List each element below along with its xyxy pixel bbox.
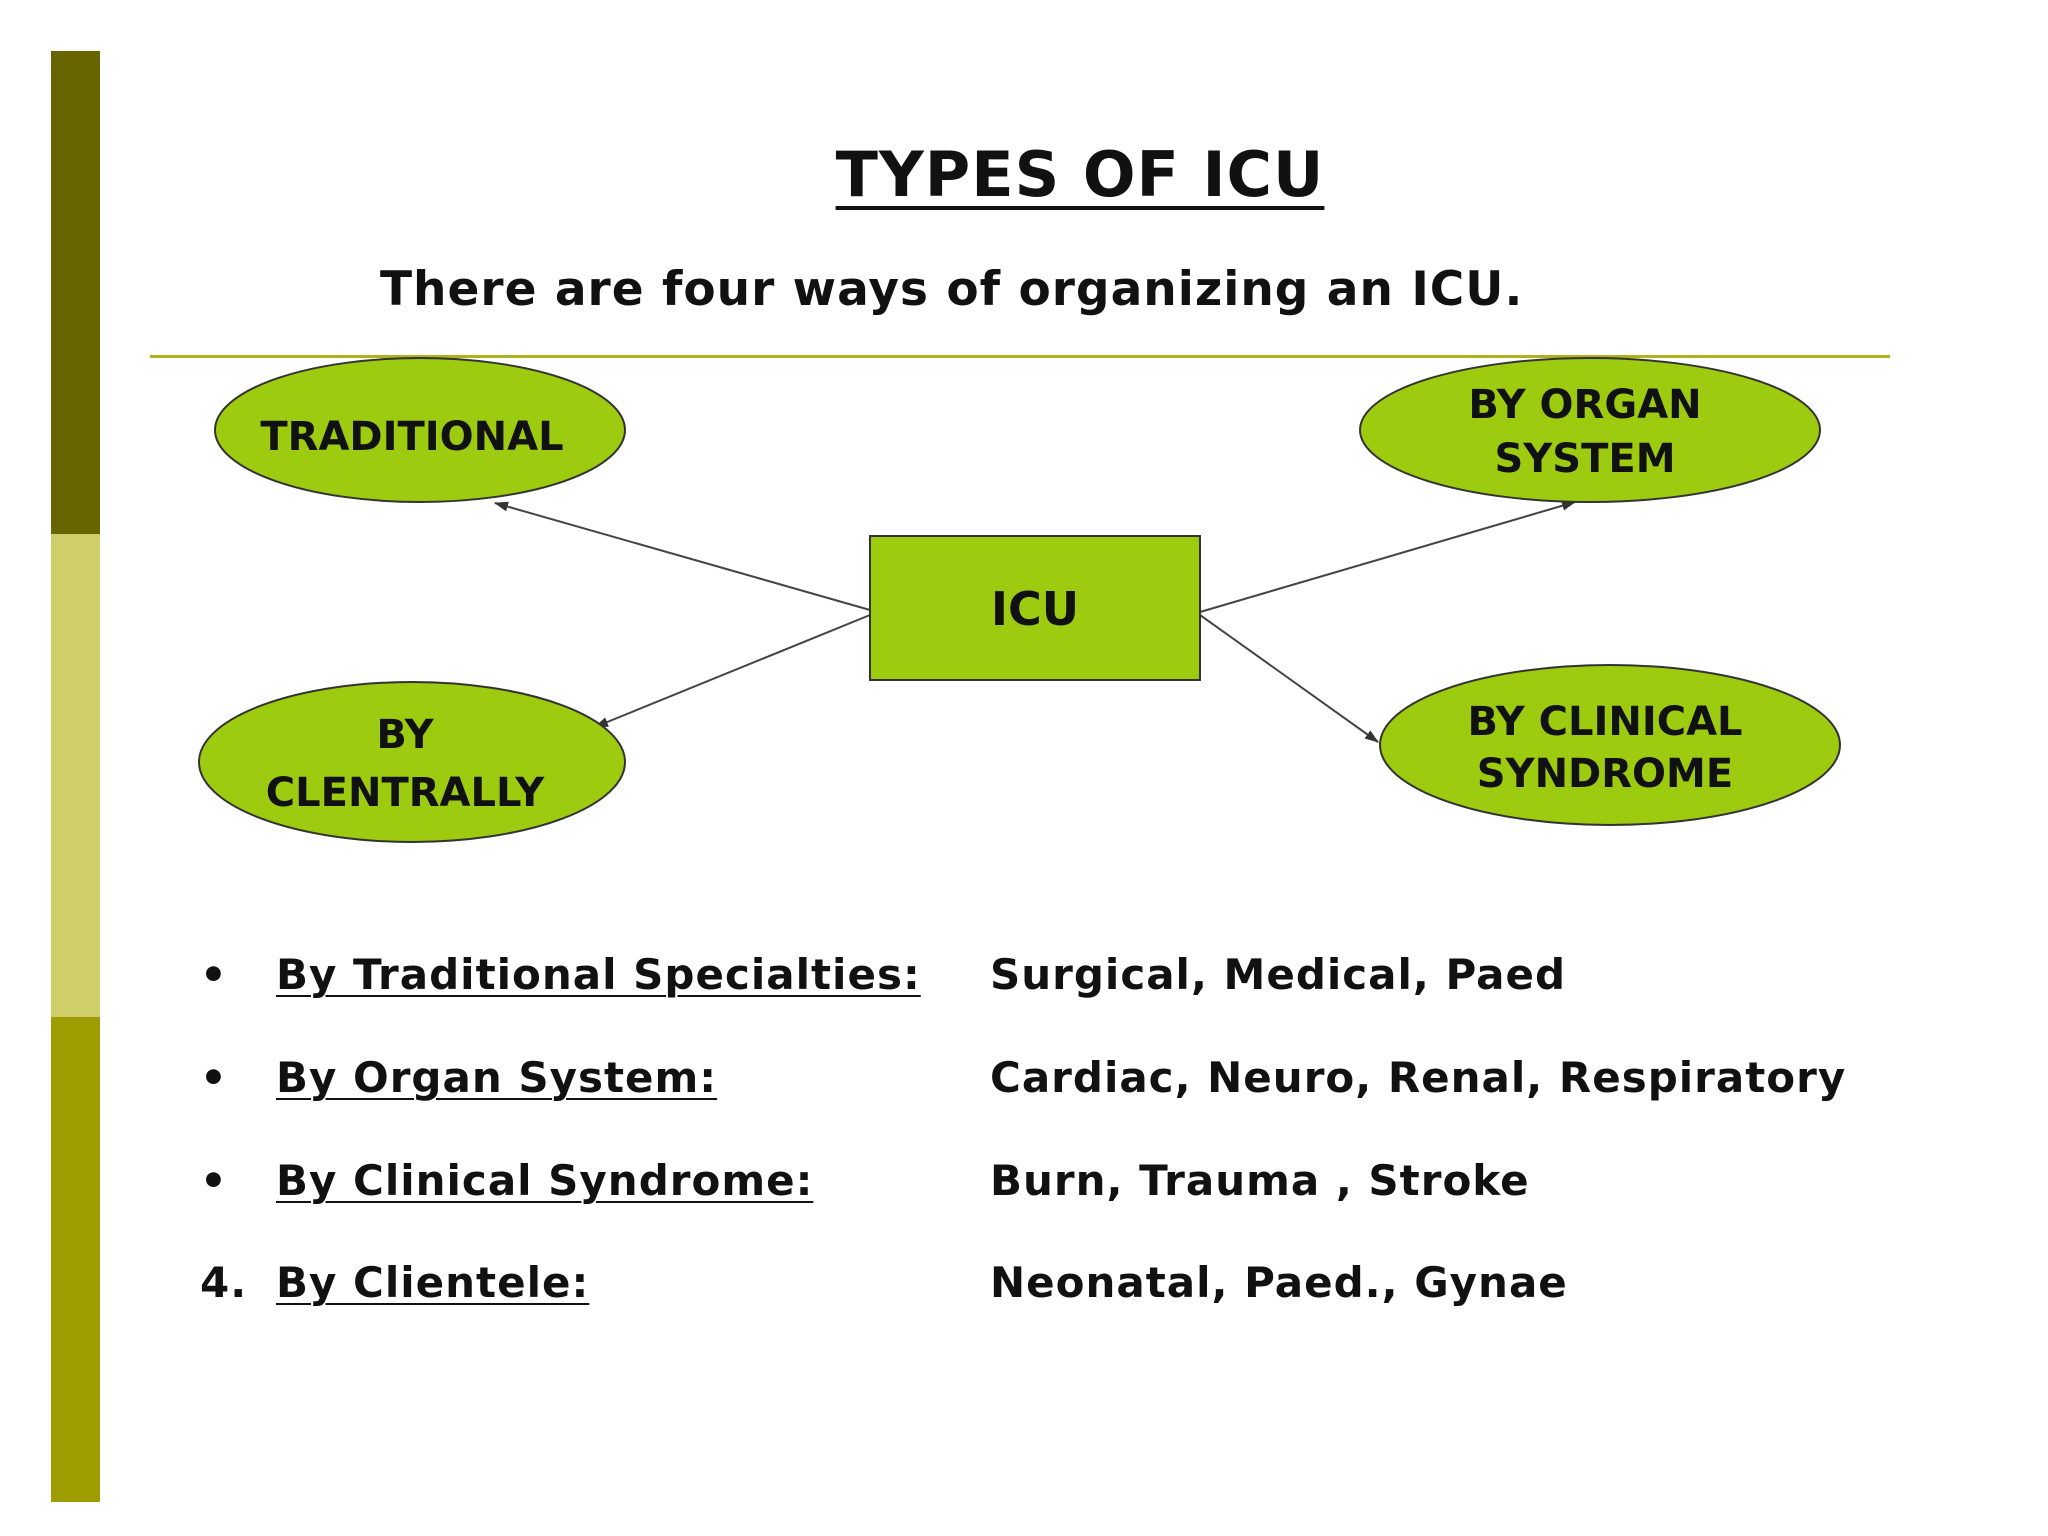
node-organ-system-ellipse	[1359, 357, 1821, 503]
list-item-category: By Clinical Syndrome:	[276, 1156, 814, 1205]
slide-subtitle: There are four ways of organizing an ICU…	[380, 262, 1524, 317]
node-organ-system: BY ORGAN SYSTEM	[1359, 357, 1821, 503]
node-traditional: TRADITIONAL	[214, 357, 626, 503]
side-bar-olive	[51, 1017, 100, 1502]
node-organ-system-label-1: BY ORGAN	[1468, 382, 1701, 428]
node-organ-system-label-2: SYSTEM	[1495, 436, 1676, 482]
list-item-marker: •	[200, 950, 228, 999]
list-item-marker: 4.	[200, 1258, 248, 1307]
list-item-examples: Surgical, Medical, Paed	[990, 950, 1567, 999]
node-clinical-syndrome-label-1: BY CLINICAL	[1467, 699, 1742, 745]
list-item-marker: •	[200, 1053, 228, 1102]
list-item-examples: Neonatal, Paed., Gynae	[990, 1258, 1568, 1307]
side-bar-dark	[51, 51, 100, 534]
node-traditional-ellipse	[214, 357, 626, 503]
node-clinical-syndrome-ellipse	[1379, 664, 1841, 826]
node-centrally-label-1: BY	[376, 712, 434, 758]
node-clinical-syndrome-label-2: SYNDROME	[1477, 751, 1733, 797]
arrow-to-centrally	[594, 614, 871, 728]
node-centrally-ellipse	[198, 681, 626, 843]
side-bar-light	[51, 534, 100, 1017]
list-item-marker: •	[200, 1156, 228, 1205]
divider-line	[150, 355, 1890, 358]
list-item-examples: Cardiac, Neuro, Renal, Respiratory	[990, 1053, 1847, 1102]
list-item-category: By Clientele:	[276, 1258, 590, 1307]
node-clinical-syndrome: BY CLINICAL SYNDROME	[1379, 664, 1841, 826]
node-centrally: BY CLENTRALLY	[198, 681, 626, 843]
arrow-to-clinical-syndrome	[1199, 614, 1379, 743]
list-item-examples: Burn, Trauma , Stroke	[990, 1156, 1530, 1205]
node-centrally-label-2: CLENTRALLY	[266, 770, 545, 816]
node-traditional-label: TRADITIONAL	[260, 414, 563, 460]
slide-title: TYPES OF ICU	[0, 138, 2048, 211]
arrow-to-traditional	[494, 501, 871, 611]
list-item-category: By Traditional Specialties:	[276, 950, 921, 999]
list-item-category: By Organ System:	[276, 1053, 718, 1102]
slide-title-text: TYPES OF ICU	[835, 138, 1325, 211]
icu-box	[869, 535, 1201, 681]
arrow-to-organ-system	[1199, 500, 1576, 613]
icu-label: ICU	[991, 582, 1079, 636]
